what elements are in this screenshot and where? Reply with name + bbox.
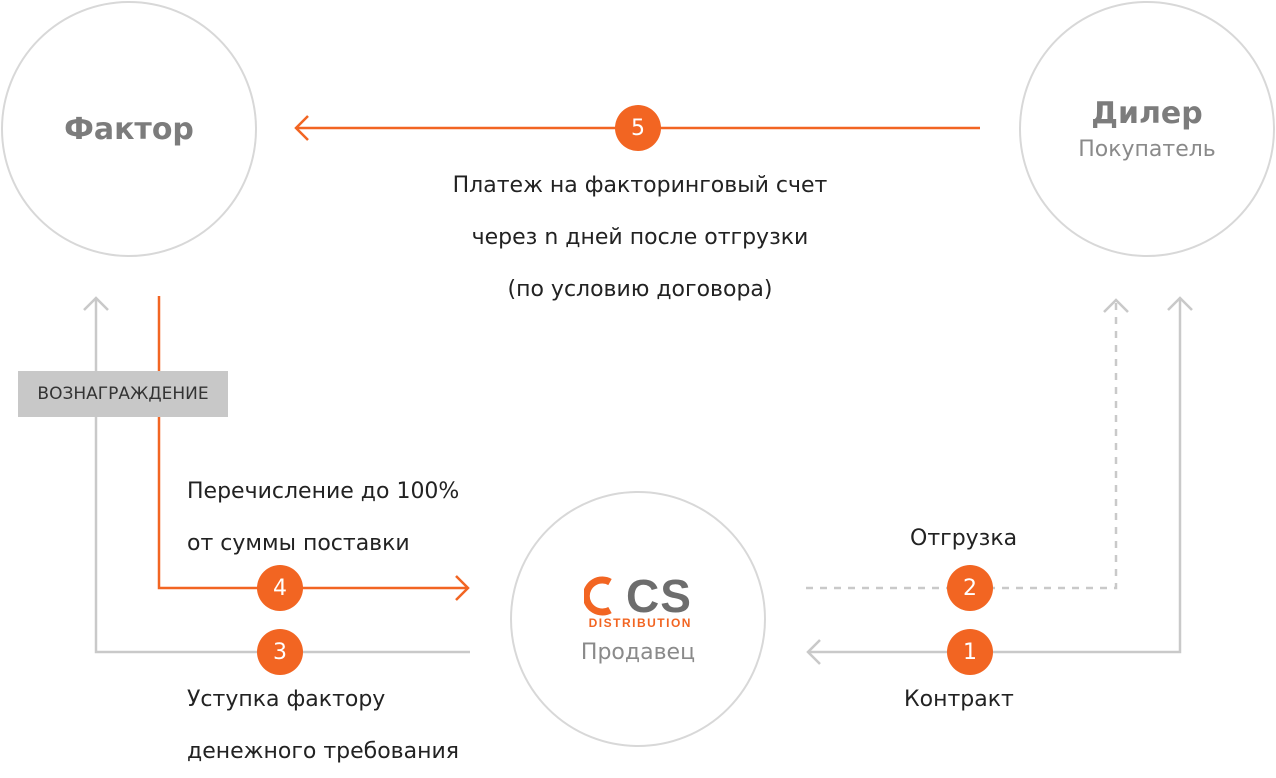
- step-3-badge: 3: [257, 629, 303, 675]
- ocs-logo-subtitle: DISTRIBUTION: [588, 615, 692, 630]
- flow-5-label-line: Платеж на факторинговый счет: [452, 173, 828, 198]
- seller-role: Продавец: [580, 639, 696, 665]
- flow-4-arrowhead: [455, 575, 470, 601]
- flow-4-label-line: от суммы поставки: [187, 531, 410, 556]
- flow-5-label-line: (по условию договора): [507, 277, 773, 302]
- dealer-node: Дилер Покупатель: [1019, 1, 1275, 257]
- dealer-role: Покупатель: [1078, 137, 1216, 162]
- flow-5-label: Платеж на факторинговый счет через n дне…: [370, 160, 910, 316]
- flow-1-arrowhead-left: [806, 639, 821, 665]
- flow-2-label: Отгрузка: [910, 513, 1017, 565]
- flow-5-label-line: через n дней после отгрузки: [471, 225, 809, 250]
- step-1-badge: 1: [947, 629, 993, 675]
- factor-node: Фактор: [1, 1, 257, 257]
- reward-tag: ВОЗНАГРАЖДЕНИЕ: [18, 371, 228, 417]
- flow-3-label: Уступка фактору денежного требования: [187, 674, 459, 778]
- flow-1-label: Контракт: [904, 674, 1014, 726]
- factor-name: Фактор: [64, 111, 194, 147]
- flow-1-line: [808, 298, 1182, 654]
- flow-3-arrowhead: [83, 296, 109, 311]
- flow-3-label-line: Уступка фактору: [187, 687, 386, 712]
- ocs-logo: CS DISTRIBUTION: [584, 569, 692, 630]
- step-2-badge: 2: [947, 565, 993, 611]
- ocs-logo-letters: CS: [626, 569, 692, 622]
- flow-4-label: Перечисление до 100% от суммы поставки: [187, 466, 459, 570]
- flow-4-label-line: Перечисление до 100%: [187, 479, 460, 504]
- flow-2-label-line: Отгрузка: [910, 526, 1018, 551]
- step-5-badge: 5: [615, 105, 661, 151]
- seller-node: CS DISTRIBUTION Продавец: [510, 491, 766, 747]
- flow-2-line: [806, 300, 1118, 590]
- flow-3-label-line: денежного требования: [187, 739, 460, 764]
- flow-2-arrowhead: [1103, 298, 1129, 313]
- flow-1-label-line: Контракт: [904, 687, 1014, 712]
- flow-5-arrowhead: [294, 115, 309, 141]
- step-4-badge: 4: [257, 565, 303, 611]
- flow-1-arrowhead-up: [1167, 296, 1193, 311]
- dealer-name: Дилер: [1091, 96, 1203, 131]
- ocs-logo-o-icon: [584, 576, 612, 615]
